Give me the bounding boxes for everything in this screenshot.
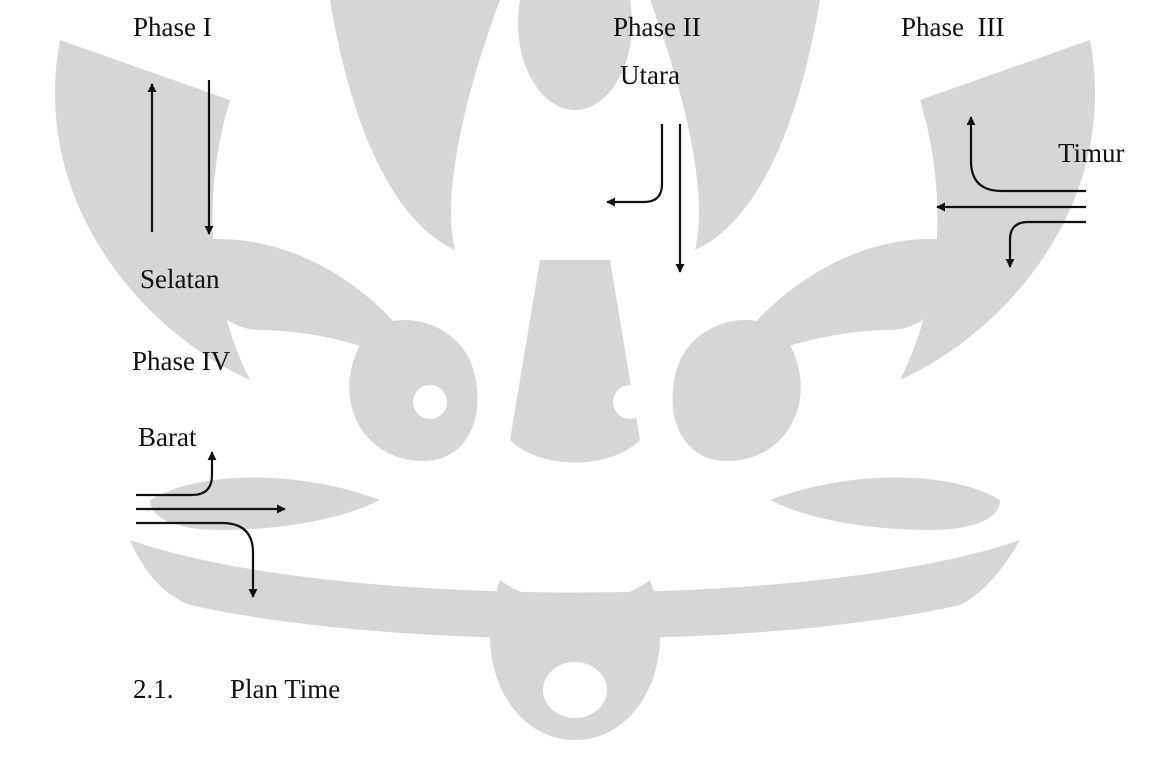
phase-2-turn-arrow <box>606 124 664 207</box>
phase-3-up-turn-arrow <box>966 116 1086 193</box>
phase-1-label: Phase I <box>133 12 212 42</box>
phase-3-label: Phase III <box>901 12 1005 42</box>
phase-3-down-turn-arrow <box>1005 220 1086 268</box>
section-number: 2.1. <box>133 674 174 704</box>
phase-2-label: Phase II <box>613 12 701 42</box>
west-label: Barat <box>138 422 197 452</box>
phase-4-label: Phase IV <box>132 346 231 376</box>
east-label: Timur <box>1058 138 1125 168</box>
phase-4-down-turn-arrow <box>136 521 258 598</box>
north-label: Utara <box>620 60 680 90</box>
section-title: Plan Time <box>230 674 341 704</box>
phase-4-up-turn-arrow <box>136 451 217 497</box>
south-label: Selatan <box>140 264 220 294</box>
